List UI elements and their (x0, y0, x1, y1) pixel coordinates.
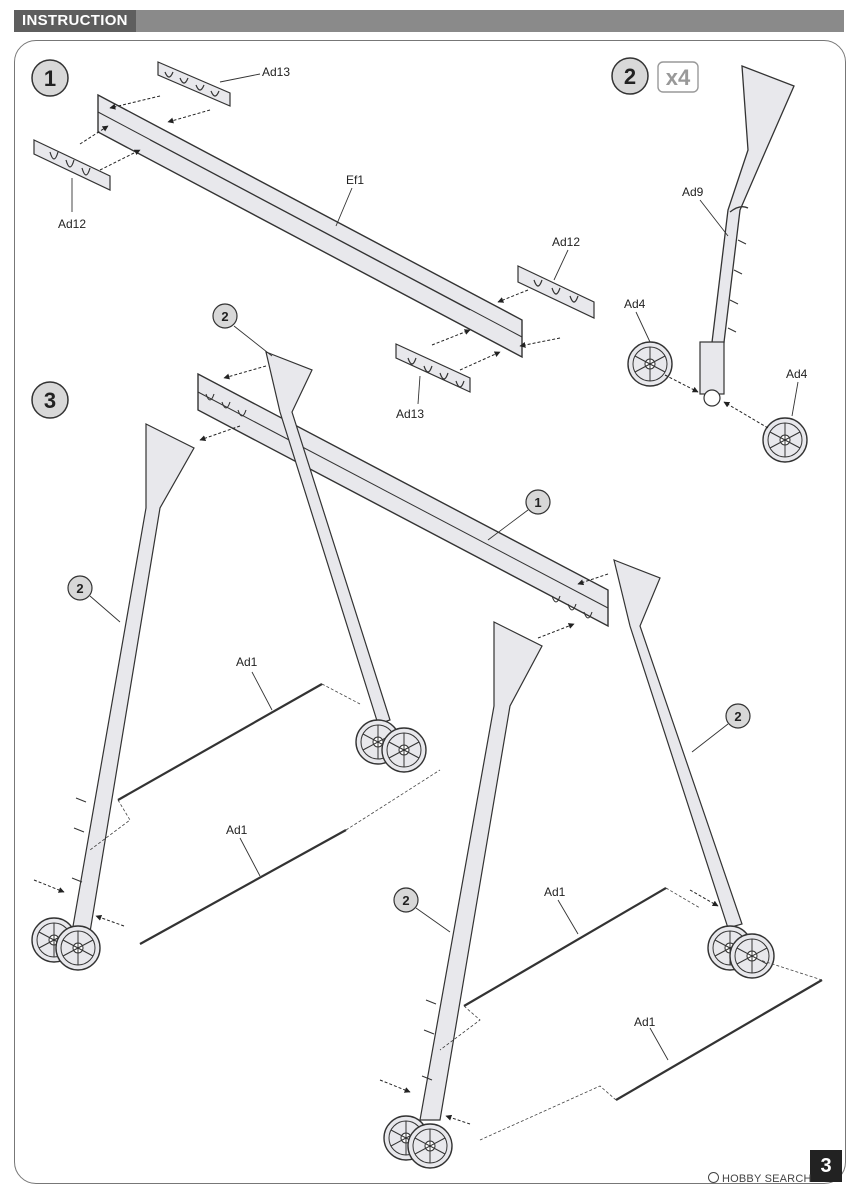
ad1-rod-a (117, 683, 323, 801)
step2-multiplier: x4 (666, 65, 691, 90)
label-ad13-top: Ad13 (262, 65, 290, 79)
step3-arrows (33, 365, 719, 1125)
ad12-rack-left (33, 139, 111, 191)
label-ad1-b: Ad1 (226, 823, 248, 837)
label-ad12-right: Ad12 (552, 235, 580, 249)
label-ad4-right: Ad4 (786, 367, 808, 381)
ad1-rods (117, 683, 823, 1101)
step2-multiplier-box (657, 61, 699, 93)
label-ad12-left: Ad12 (58, 217, 86, 231)
step1-badge (31, 59, 69, 97)
label-ad1-c: Ad1 (544, 885, 566, 899)
ad1-dashed-guides (89, 683, 823, 1141)
leg-front-left (71, 423, 195, 933)
label-ad1-a: Ad1 (236, 655, 258, 669)
callout-sub2-top: 2 (212, 303, 273, 357)
svg-text:2: 2 (221, 309, 228, 324)
callout-sub2-right: 2 (691, 703, 751, 753)
ad4-wheel-right (762, 417, 808, 463)
header-title: INSTRUCTION (14, 10, 136, 32)
label-ad9: Ad9 (682, 185, 704, 199)
ad12-rack-right (517, 265, 595, 319)
wheel-front-right-2 (407, 1123, 453, 1169)
step3-group: 3 (31, 303, 823, 1169)
wheel-back-left-2 (381, 727, 427, 773)
ad1-rod-d (615, 979, 823, 1101)
callout-sub1: 1 (487, 489, 551, 541)
ad1-leaders (239, 671, 669, 1061)
step2-badge (611, 57, 649, 95)
svg-text:2: 2 (402, 893, 409, 908)
label-ad13-bottom: Ad13 (396, 407, 424, 421)
callout-sub2-left: 2 (67, 575, 121, 623)
step2-arrows (664, 374, 769, 429)
step1-group: 1 (31, 59, 595, 421)
svg-text:2: 2 (734, 709, 741, 724)
label-ad1-d: Ad1 (634, 1015, 656, 1029)
svg-text:1: 1 (534, 495, 541, 510)
ad1-rod-c (463, 887, 667, 1007)
label-ad4-left: Ad4 (624, 297, 646, 311)
header-bar: INSTRUCTION (14, 10, 844, 32)
watermark-icon (708, 1172, 719, 1183)
step2-leaders (635, 199, 799, 417)
ad4-wheel-left (627, 341, 673, 387)
label-ef1: Ef1 (346, 173, 364, 187)
ad9-leg (699, 65, 795, 407)
leg-back-left (265, 351, 391, 725)
step2-group: 2 x4 Ad9 Ad4 Ad4 (611, 57, 808, 463)
step2-number: 2 (624, 64, 636, 89)
wheel-front-left-2 (55, 925, 101, 971)
svg-text:2: 2 (76, 581, 83, 596)
step3-badge (31, 381, 69, 419)
step3-number: 3 (44, 388, 56, 413)
instruction-panel (14, 40, 846, 1184)
leg-back-right (613, 559, 743, 929)
ad1-rod-b (139, 829, 347, 945)
leg-front-right (419, 621, 543, 1121)
step1-number: 1 (44, 66, 56, 91)
watermark-text: HOBBY SEARCH (722, 1173, 812, 1185)
wheel-back-right-2 (729, 933, 775, 979)
ef1-beam (97, 93, 523, 359)
watermark: HOBBY SEARCH (708, 1172, 812, 1185)
step1-leaders (71, 73, 569, 405)
ad13-rack-top (157, 61, 231, 107)
callout-sub2-front: 2 (393, 887, 451, 933)
step1-arrows (79, 95, 561, 371)
page-number: 3 (810, 1150, 842, 1182)
ad13-rack-bottom (395, 343, 471, 393)
